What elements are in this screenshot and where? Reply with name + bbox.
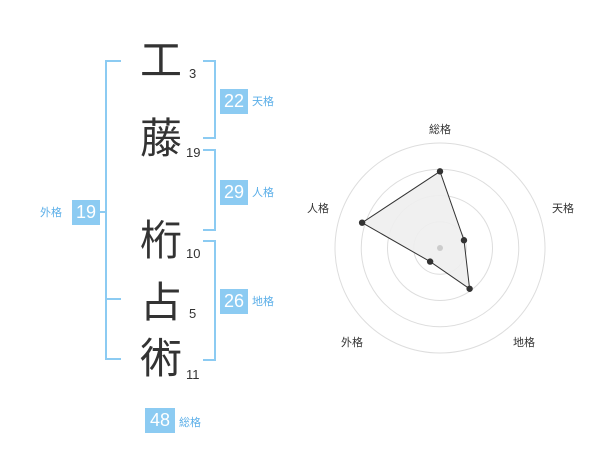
jinkaku-bracket: [203, 149, 216, 231]
radar-axis-label-gaikaku: 外格: [341, 335, 363, 349]
tenkaku-label: 天格: [252, 95, 274, 108]
radar-point-5: [358, 219, 366, 226]
name-char-3: 桁: [140, 216, 183, 265]
name-char-5: 術: [140, 334, 183, 383]
radar-point-2: [460, 237, 468, 244]
radar-center-dot: [437, 245, 443, 251]
soukaku-value-badge: 48: [145, 408, 175, 433]
name-char-1: 工: [140, 36, 183, 85]
stroke-count-4: 5: [189, 306, 197, 321]
radar-axis-label-chikaku: 地格: [513, 335, 535, 349]
stroke-count-5: 11: [186, 367, 200, 382]
soukaku-label: 総格: [179, 416, 201, 429]
chikaku-bracket: [203, 240, 216, 361]
radar-axis-label-jinkaku: 人格: [307, 201, 329, 215]
gaikaku-label: 外格: [40, 206, 62, 219]
stroke-count-1: 3: [189, 66, 197, 81]
gaikaku-bracket-connector: [98, 211, 106, 213]
name-char-4: 占: [140, 278, 183, 327]
stroke-count-2: 19: [186, 145, 201, 160]
gaikaku-value-badge: 19: [72, 200, 100, 225]
chikaku-label: 地格: [252, 295, 274, 308]
gaikaku-bracket: [105, 60, 121, 360]
gaikaku-bracket-inner-tick: [105, 298, 121, 300]
radar-ring-4: [334, 142, 546, 354]
radar-point-1: [436, 168, 444, 175]
radar-point-3: [466, 285, 473, 292]
name-char-2: 藤: [140, 114, 183, 163]
chikaku-value-badge: 26: [220, 289, 248, 314]
radar-axis-label-tenkaku: 天格: [552, 201, 574, 215]
radar-data-polygon: [361, 170, 471, 290]
jinkaku-value-badge: 29: [220, 180, 248, 205]
tenkaku-value-badge: 22: [220, 89, 248, 114]
tenkaku-bracket: [203, 60, 216, 139]
radar-point-4: [426, 258, 434, 265]
radar-axis-label-soukaku: 総格: [429, 122, 451, 136]
jinkaku-label: 人格: [252, 186, 274, 199]
stroke-count-3: 10: [186, 246, 201, 261]
